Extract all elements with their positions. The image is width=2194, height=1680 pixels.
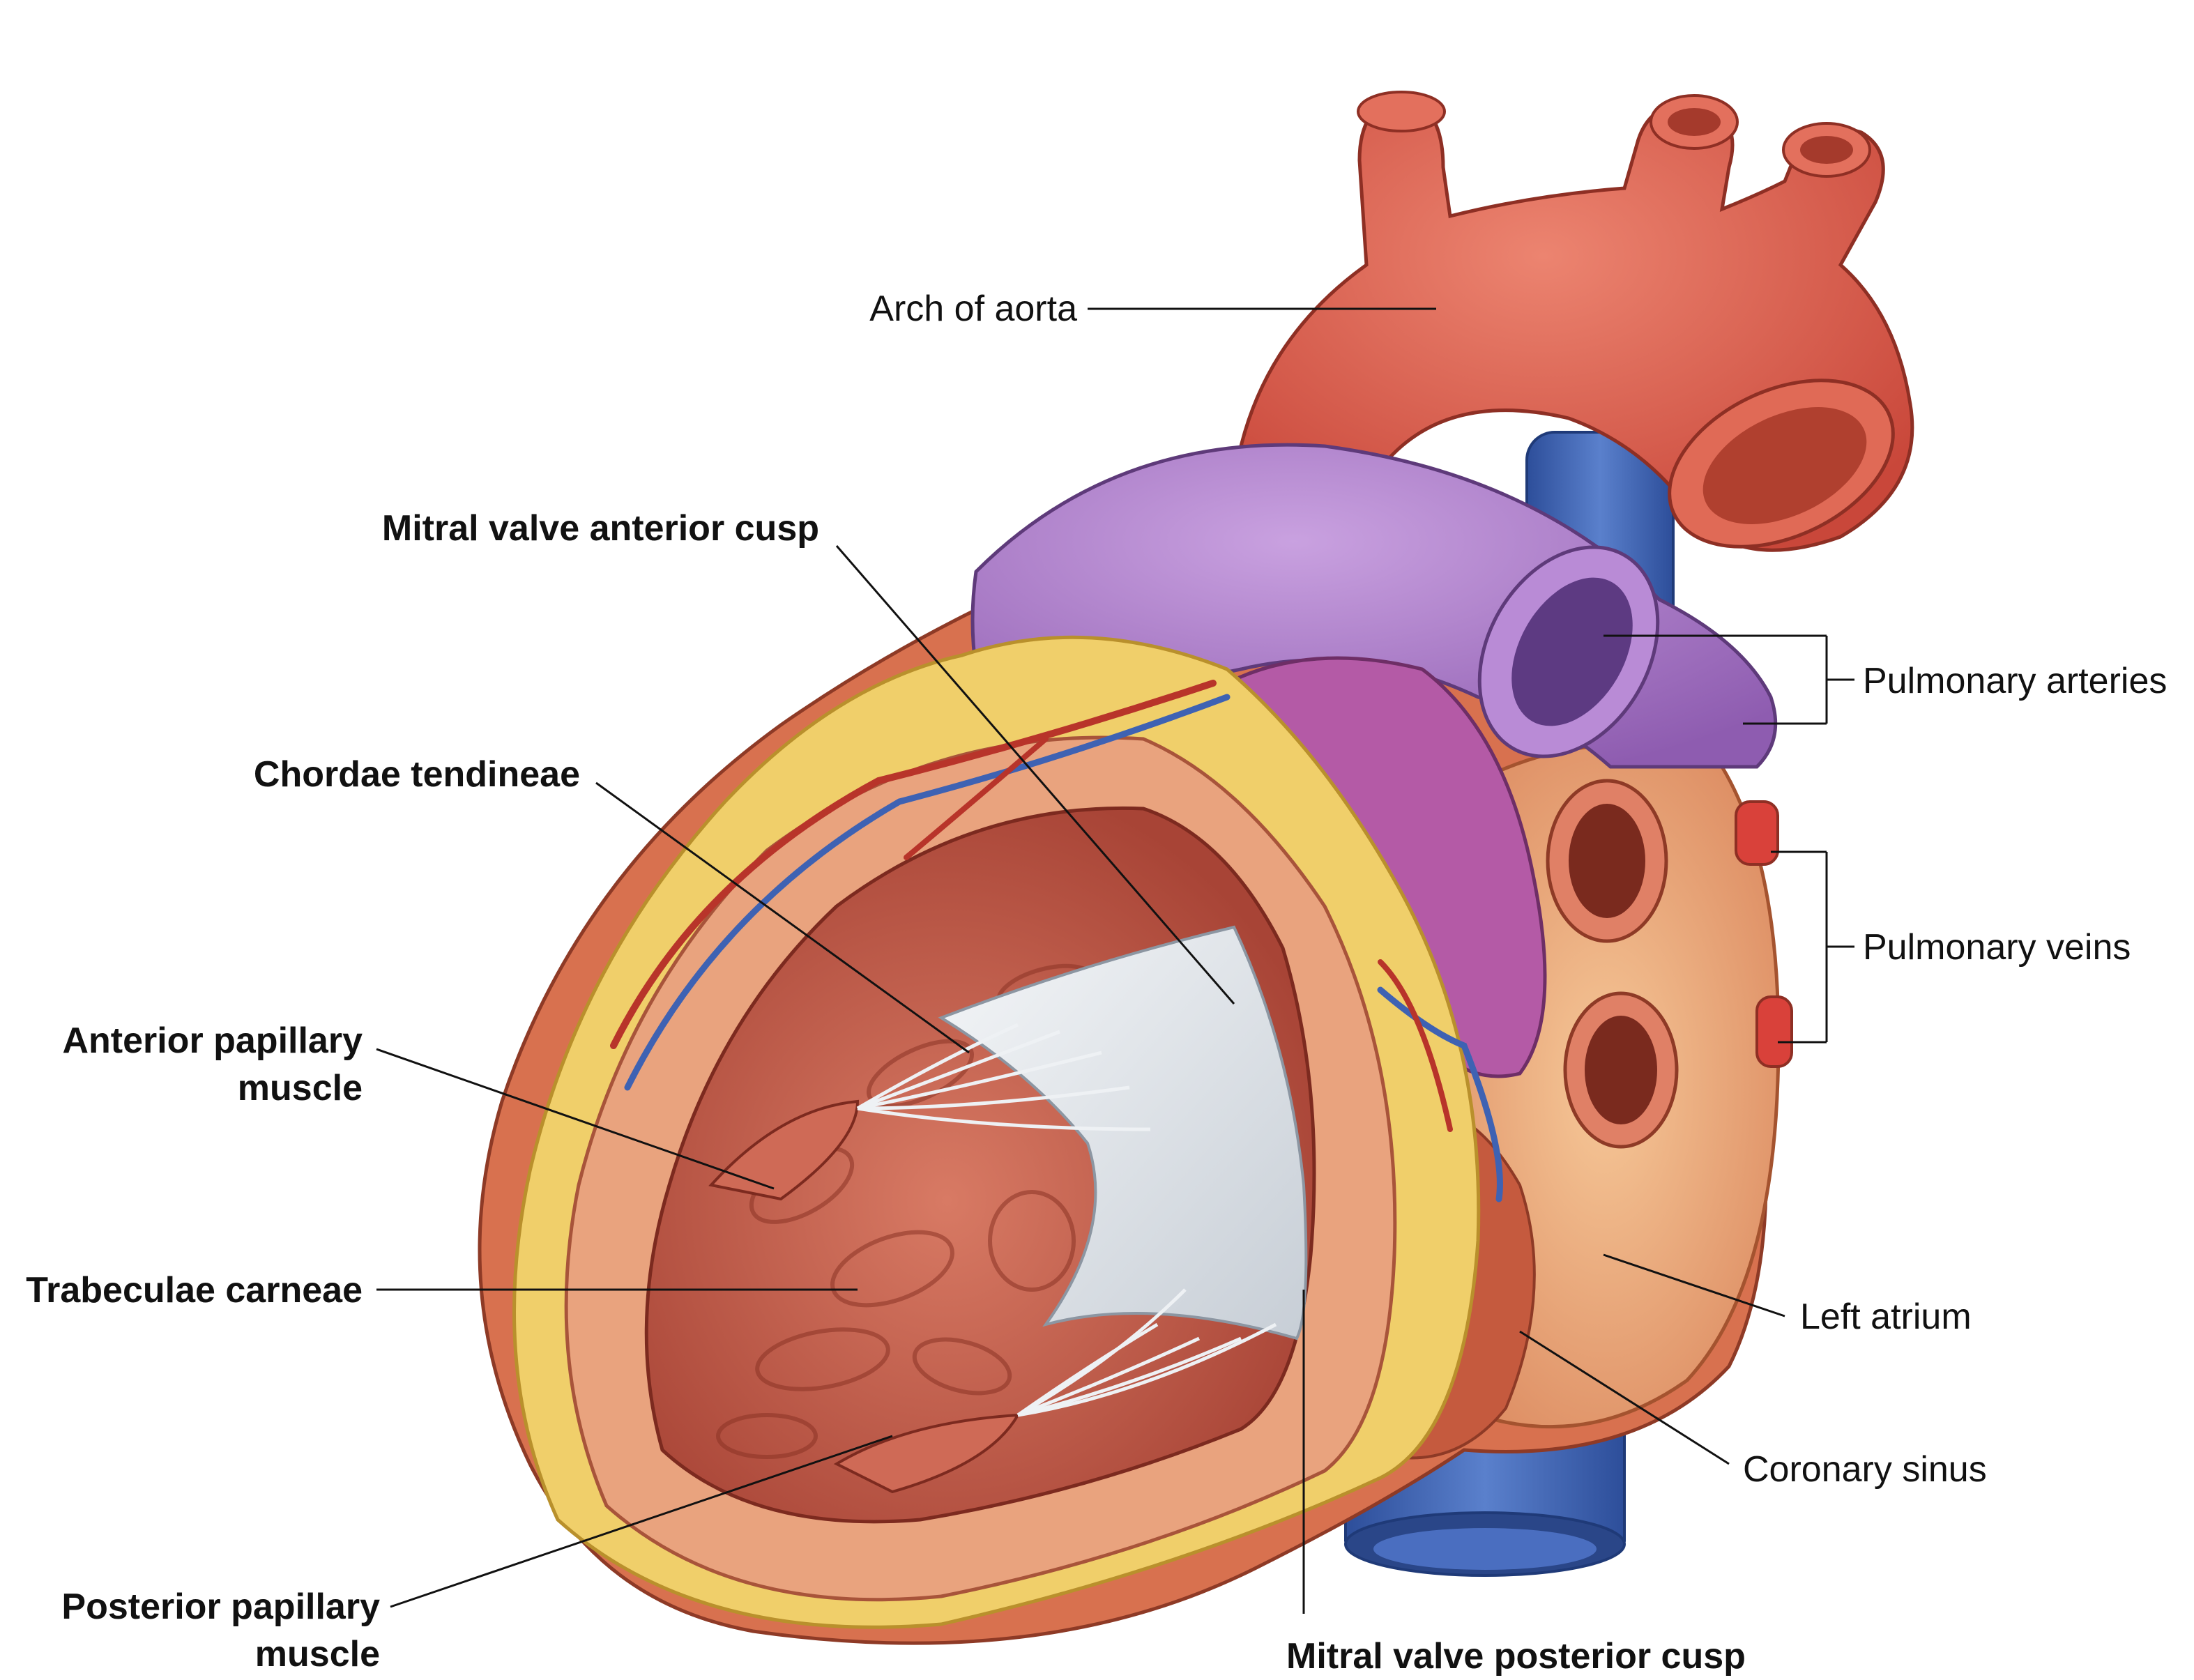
chordae-tendineae-strands [856, 1023, 1277, 1417]
label-left-atrium: Left atrium [1800, 1297, 1972, 1337]
label-mitral-valve-posterior-cusp: Mitral valve posterior cusp [1286, 1636, 1746, 1677]
coronary-vessels [610, 680, 1503, 1202]
posterior-papillary-muscle [833, 1413, 1021, 1494]
label-chordae-tendineae: Chordae tendineae [254, 754, 580, 795]
label-mitral-valve-anterior-cusp: Mitral valve anterior cusp [382, 508, 819, 549]
pulmonary-vein-stub-lower [1755, 995, 1793, 1068]
aorta-branch-brachiocephalic [1357, 91, 1446, 132]
label-posterior-papillary-line1: Posterior papillary [61, 1587, 380, 1627]
leader-lines [376, 307, 1854, 1614]
label-anterior-papillary-line2: muscle [238, 1068, 363, 1108]
pulmonary-vein-stub-upper [1735, 800, 1779, 866]
label-trabeculae-carneae: Trabeculae carneae [26, 1270, 363, 1311]
label-posterior-papillary-line2: muscle [255, 1634, 380, 1674]
label-anterior-papillary-line1: Anterior papillary [62, 1021, 363, 1061]
anterior-papillary-muscle [708, 1099, 860, 1201]
mitral-valve [938, 925, 1308, 1341]
label-coronary-sinus: Coronary sinus [1743, 1449, 1987, 1490]
label-pulmonary-veins: Pulmonary veins [1863, 927, 2131, 968]
label-arch-of-aorta: Arch of aorta [869, 289, 1077, 329]
label-pulmonary-arteries: Pulmonary arteries [1863, 661, 2167, 701]
